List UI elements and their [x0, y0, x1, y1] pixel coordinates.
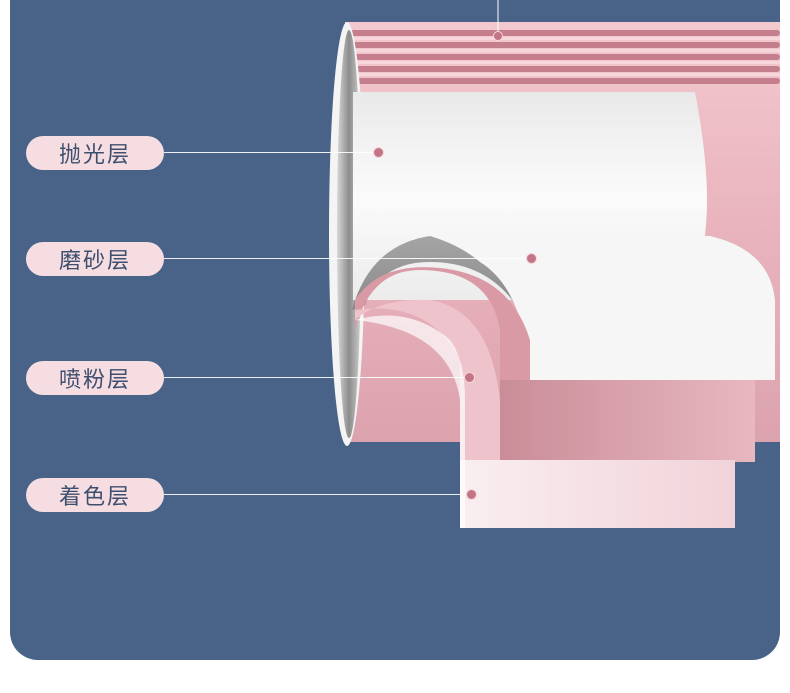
label-frosted-layer: 磨砂层: [26, 242, 164, 276]
label-frosted-text: 磨砂层: [58, 249, 131, 274]
marker-powder: [464, 372, 475, 383]
label-color-text: 着色层: [58, 485, 131, 510]
leader-frosted: [164, 258, 526, 259]
leader-polish: [164, 152, 374, 153]
label-powder-text: 喷粉层: [58, 368, 131, 393]
label-polish-layer: 抛光层: [26, 136, 164, 170]
leader-powder: [164, 377, 464, 378]
grooves: [350, 30, 780, 84]
leader-color: [164, 494, 466, 495]
tube-layers-illustration: [329, 0, 780, 528]
marker-color: [466, 489, 477, 500]
label-powder-layer: 喷粉层: [26, 361, 164, 395]
marker-frosted: [526, 253, 537, 264]
label-polish-text: 抛光层: [58, 143, 131, 168]
layers-panel: 抛光层 磨砂层 喷粉层 着色层: [10, 0, 780, 660]
label-color-layer: 着色层: [26, 478, 164, 512]
marker-polish: [373, 147, 384, 158]
